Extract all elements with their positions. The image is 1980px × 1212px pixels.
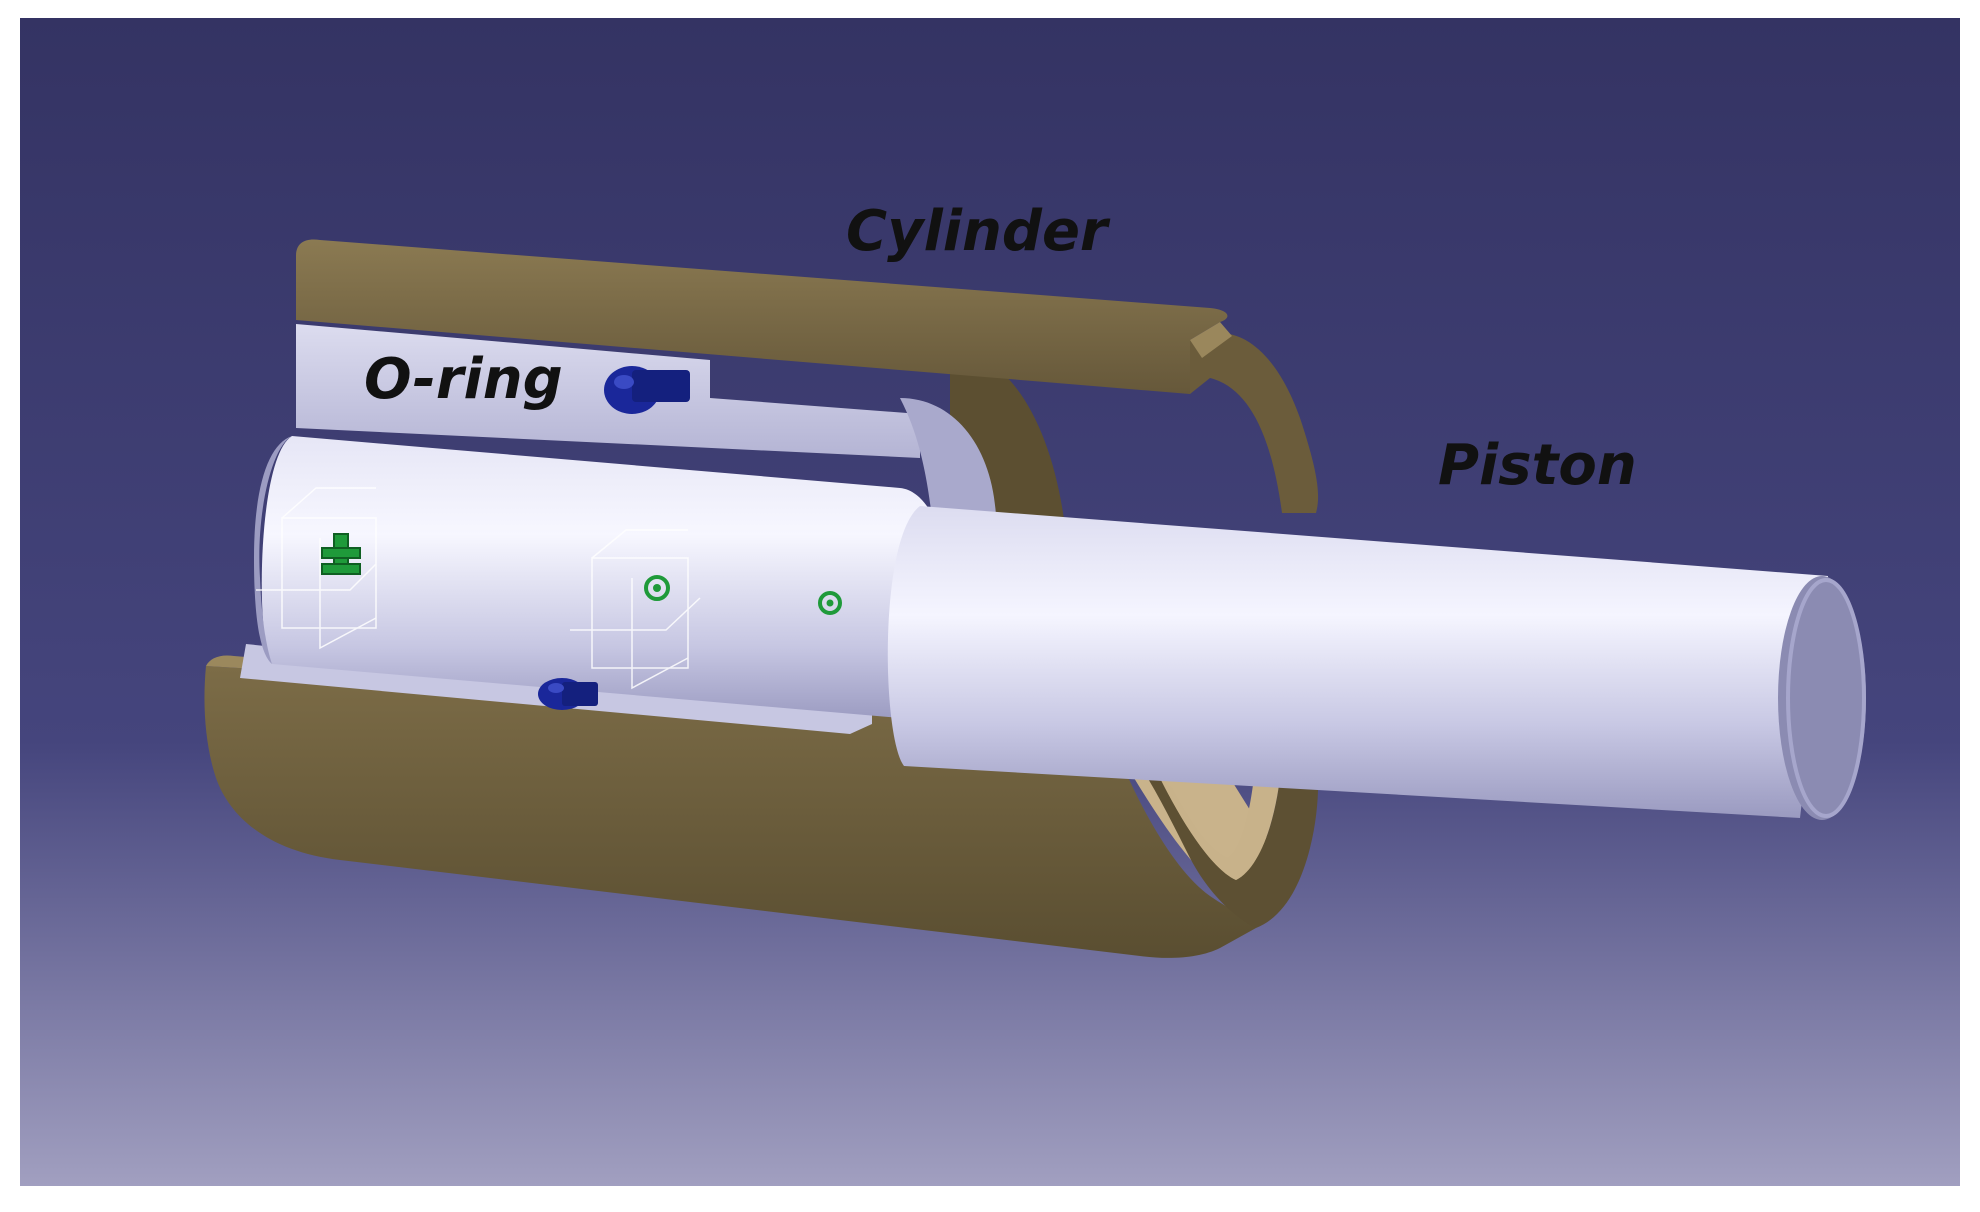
cylinder-bottom-end-face	[1128, 748, 1319, 928]
o-ring-bottom	[538, 678, 598, 710]
cad-scene	[20, 18, 1960, 1186]
green-anchor-icon	[321, 533, 361, 575]
piston-rod-end-face	[1778, 576, 1866, 820]
green-circle-marker-2	[818, 591, 842, 615]
piston-head	[240, 324, 997, 734]
cylinder-top-edge	[1190, 322, 1232, 358]
cylinder-top-rim	[1190, 332, 1319, 513]
green-circle-marker-1	[644, 575, 670, 601]
o-ring-bottom-body	[562, 682, 598, 706]
piston-rod-body	[887, 506, 1828, 818]
piston-left-face	[254, 436, 292, 664]
cylinder-bottom-inner-light	[1160, 756, 1282, 880]
label-o-ring: O-ring	[364, 347, 563, 412]
cad-viewport: Cylinder O-ring Piston	[20, 18, 1960, 1186]
o-ring-top-body	[632, 370, 690, 402]
cylinder-top-wall	[296, 239, 1228, 394]
o-ring-top	[604, 366, 690, 414]
piston-rod-end-rim	[1786, 578, 1866, 818]
axis-system-middle	[570, 529, 701, 690]
o-ring-bottom-highlight	[548, 683, 564, 693]
piston-barrel	[261, 436, 953, 718]
label-cylinder: Cylinder	[846, 199, 1108, 264]
axis-system-left	[256, 487, 377, 650]
piston-rod	[887, 506, 1866, 820]
label-piston: Piston	[1438, 433, 1637, 498]
o-ring-top-highlight	[614, 375, 634, 389]
